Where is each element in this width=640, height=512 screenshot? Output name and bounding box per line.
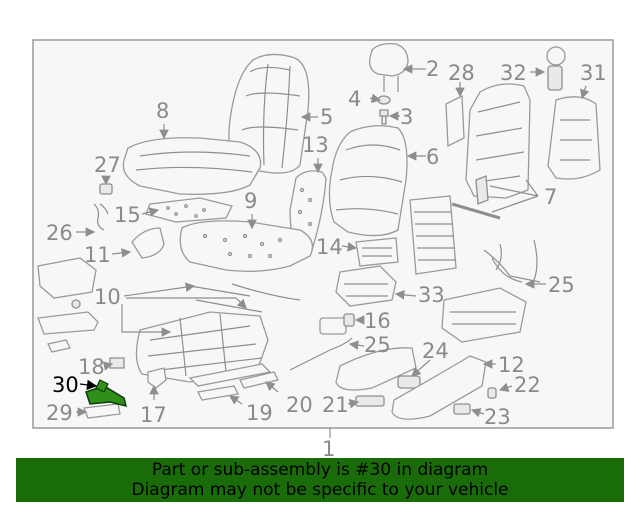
adjuster-rod-part [189,285,263,313]
banner-line-2: Diagram may not be specific to your vehi… [131,480,509,500]
label-14: 14 [316,235,343,259]
label-23: 23 [484,405,511,429]
trim-19-part [197,385,239,401]
label-9: 9 [244,189,257,213]
label-18: 18 [78,355,105,379]
part-labels: 2 3 4 5 6 7 8 9 10 11 12 13 14 15 16 17 … [46,57,607,429]
label-26: 26 [46,221,73,245]
clip-part [99,183,113,195]
label-28: 28 [448,61,475,85]
knob-22-part [487,387,497,399]
label-21: 21 [322,393,349,417]
label-10: 10 [94,285,121,309]
label-32: 32 [500,61,527,85]
bracket-17-part [147,367,167,389]
label-1: 1 [322,437,335,461]
cable-part [231,283,301,301]
lumbar-support-part [409,195,457,275]
label-11: 11 [84,243,111,267]
switch-24-part [397,375,421,389]
trim-20-part [239,371,279,389]
seat-track-part [188,363,272,387]
lower-frame-right-part [441,287,527,343]
label-24: 24 [422,339,449,363]
label-12: 12 [498,353,525,377]
trim-panel-part [37,311,99,335]
switch-21-part [355,395,385,407]
bracket-part [131,227,165,259]
guide-pin-part [379,109,389,125]
label-5: 5 [320,105,333,129]
label-25-lower: 25 [364,333,391,357]
label-22: 22 [514,373,541,397]
part-30-highlight [85,379,128,408]
headrest-part [369,42,409,92]
back-panel-31-part [547,96,601,180]
frame-33-part [335,265,397,307]
knob-23-part [453,403,471,415]
seat-cushion-part [122,137,262,195]
label-15: 15 [114,203,141,227]
label-31: 31 [580,61,607,85]
label-4: 4 [348,87,361,111]
cushion-pad-part [179,220,314,272]
seatback-cover-part [328,125,408,237]
trim-28-part [445,94,465,148]
info-banner: Part or sub-assembly is #30 in diagram D… [16,458,624,502]
wire-harness-part [93,203,109,231]
cable-25-lower-part [289,337,353,371]
leader-lines [76,64,590,418]
seatback-cushion-part [228,53,310,174]
seatback-frame-part [465,83,531,199]
label-20: 20 [286,393,313,417]
recliner-motor-32-part [546,46,566,91]
label-25-right: 25 [548,273,575,297]
motor-16-part [319,313,355,335]
label-3: 3 [400,105,413,129]
wire-harness-25-part [483,239,541,283]
label-30: 30 [52,373,79,397]
fastener-part [71,299,81,309]
side-trim-left-part [37,257,97,299]
label-7: 7 [544,185,557,209]
label-17: 17 [140,403,167,427]
label-13: 13 [302,133,329,157]
label-6: 6 [426,145,439,169]
sensor-mat-dots [166,204,206,218]
clip-18-part [109,357,125,369]
label-8: 8 [156,99,169,123]
label-16: 16 [364,309,391,333]
label-19: 19 [246,401,273,425]
module-14-part [355,237,399,267]
label-29: 29 [46,401,73,425]
label-2: 2 [426,57,439,81]
rod-7-part [451,202,501,220]
label-33: 33 [418,283,445,307]
small-clip-part [47,339,71,353]
latch-7-part [475,175,489,205]
banner-line-1: Part or sub-assembly is #30 in diagram [151,460,489,480]
label-27: 27 [94,153,121,177]
seat-sensor-mat-part [145,197,233,223]
